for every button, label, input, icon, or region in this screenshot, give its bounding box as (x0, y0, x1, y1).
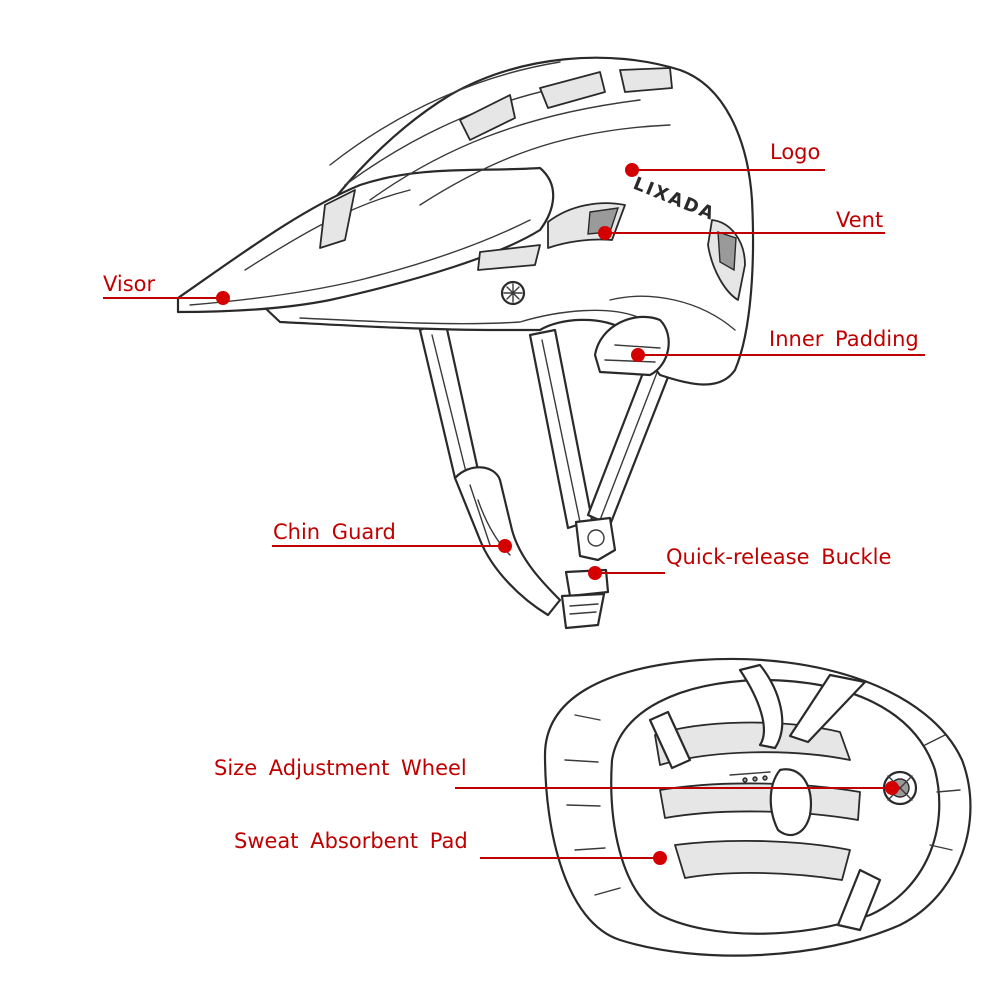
leader-vent (598, 226, 885, 240)
inner-padding (593, 315, 670, 377)
leader-size-adjustment-wheel (455, 781, 899, 795)
helmet-underside-view (543, 657, 972, 957)
underside-notches (564, 714, 961, 896)
leader-inner-padding (631, 348, 925, 362)
top-ribs (319, 61, 673, 249)
leader-lines (103, 163, 925, 865)
label-inner-padding: Inner Padding (769, 327, 919, 351)
size-adjustment-wheel (882, 770, 918, 806)
label-vent: Vent (836, 208, 884, 232)
leader-chin-guard (272, 539, 512, 553)
label-chin-guard: Chin Guard (273, 520, 396, 544)
logo-badge (500, 280, 526, 306)
visor (176, 166, 555, 314)
leader-quick-release-buckle (588, 566, 665, 580)
label-size-adjustment-wheel: Size Adjustment Wheel (214, 756, 467, 780)
leader-sweat-absorbent-pad (480, 851, 667, 865)
leader-visor (103, 291, 230, 305)
label-sweat-absorbent-pad: Sweat Absorbent Pad (234, 829, 468, 853)
sweat-absorbent-pad (654, 721, 861, 881)
label-logo: Logo (770, 140, 821, 164)
helmet-side-view: LIXADA (176, 56, 755, 630)
leader-logo (625, 163, 825, 177)
quick-release-buckle (560, 516, 617, 630)
label-quick-release-buckle: Quick-release Buckle (666, 545, 892, 569)
label-visor: Visor (103, 272, 156, 296)
